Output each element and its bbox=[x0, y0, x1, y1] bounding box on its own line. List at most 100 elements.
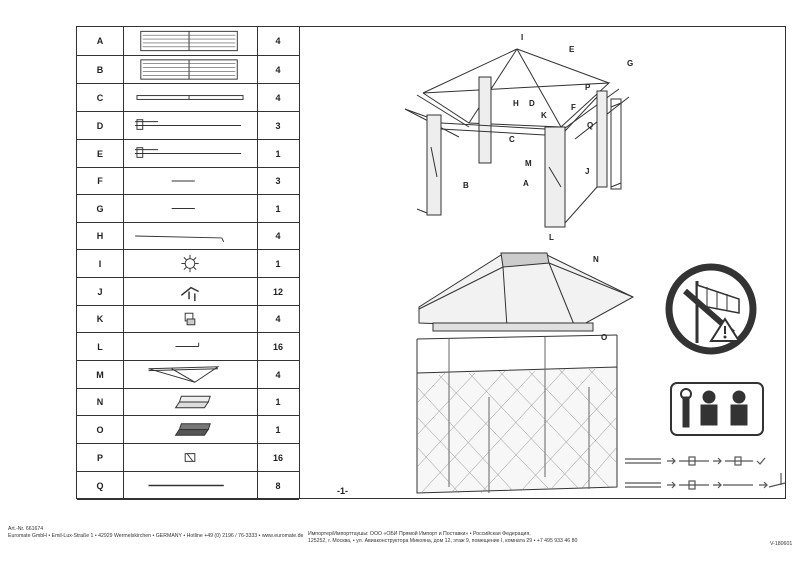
importer-line-1: Импортер/Импорттаушы: ООО «ОБИ Прямой Им… bbox=[308, 531, 531, 537]
part-picture bbox=[123, 472, 258, 499]
ridge-pole-icon bbox=[135, 119, 242, 130]
label-A: A bbox=[523, 179, 529, 188]
part-quantity: 1 bbox=[275, 397, 281, 407]
part-quantity: 4 bbox=[275, 314, 281, 324]
part-quantity: 4 bbox=[275, 92, 281, 103]
part-quantity: 1 bbox=[275, 258, 281, 269]
part-quantity: 3 bbox=[275, 120, 281, 131]
label-P: P bbox=[585, 83, 591, 92]
roof-cover-icon bbox=[174, 395, 211, 409]
part-quantity: 16 bbox=[272, 452, 283, 463]
assembly-drawing: I E G P H D F K Q C M J B A L N O bbox=[299, 27, 787, 498]
art-number: Art.-Nr. 661674 bbox=[8, 526, 44, 532]
wall-panel-icon bbox=[140, 59, 238, 80]
label-K: K bbox=[541, 111, 547, 120]
short-rod-icon bbox=[171, 180, 195, 182]
rod-icon bbox=[148, 484, 224, 487]
company-line: Euromate GmbH • Emil-Lux-Straße 1 • 4292… bbox=[8, 533, 304, 539]
footer-importer: Импортер/Импорттаушы: ООО «ОБИ Прямой Им… bbox=[308, 531, 577, 545]
part-picture bbox=[123, 444, 258, 471]
part-letter: E bbox=[77, 140, 124, 167]
label-I: I bbox=[521, 33, 524, 42]
beam-icon bbox=[136, 95, 244, 100]
part-quantity: 4 bbox=[275, 36, 281, 46]
part-quantity: 12 bbox=[272, 286, 283, 297]
corner-brace-icon bbox=[148, 366, 220, 383]
part-letter: K bbox=[77, 306, 124, 332]
part-letter: J bbox=[77, 278, 124, 305]
label-E: E bbox=[569, 45, 575, 54]
gazebo-cover-illustration bbox=[416, 252, 635, 494]
label-G: G bbox=[627, 59, 634, 68]
part-letter: P bbox=[77, 444, 124, 471]
drawing-svg bbox=[404, 48, 786, 494]
part-letter: L bbox=[77, 333, 124, 360]
part-letter: M bbox=[77, 361, 124, 388]
part-picture bbox=[123, 168, 258, 194]
part-letter: C bbox=[77, 84, 124, 111]
part-picture bbox=[123, 56, 258, 83]
part-letter: G bbox=[77, 195, 124, 222]
part-picture bbox=[123, 27, 258, 55]
part-picture bbox=[123, 195, 258, 222]
page-number: -1- bbox=[337, 486, 348, 496]
part-letter: B bbox=[77, 56, 124, 83]
version-code: V-180601 bbox=[770, 541, 793, 547]
label-N: N bbox=[593, 255, 599, 264]
part-letter: D bbox=[77, 112, 124, 139]
tools-illustration bbox=[670, 382, 764, 436]
joint-connector-icon bbox=[180, 286, 200, 302]
part-picture bbox=[123, 112, 258, 139]
ground-peg-icon bbox=[175, 342, 200, 347]
label-Q: Q bbox=[587, 121, 594, 130]
part-picture bbox=[123, 333, 258, 360]
gazebo-frame-illustration bbox=[404, 48, 630, 228]
corner-connector-icon bbox=[184, 312, 196, 326]
assembly-steps-illustration bbox=[625, 456, 786, 490]
top-connector-icon bbox=[181, 254, 199, 273]
part-picture bbox=[123, 84, 258, 111]
part-quantity: 1 bbox=[275, 203, 281, 214]
part-letter: I bbox=[77, 250, 124, 277]
part-picture bbox=[123, 223, 258, 249]
part-quantity: 4 bbox=[275, 64, 281, 75]
part-letter: N bbox=[77, 389, 124, 415]
part-picture bbox=[123, 389, 258, 415]
part-quantity: 8 bbox=[275, 480, 281, 491]
label-B: B bbox=[463, 181, 469, 190]
ridge-pole-icon bbox=[135, 147, 242, 158]
part-picture bbox=[123, 250, 258, 277]
label-O: O bbox=[601, 333, 608, 342]
windsock-warning-illustration bbox=[665, 263, 757, 355]
footer-left: Art.-Nr. 661674 Euromate GmbH • Emil-Lux… bbox=[8, 526, 303, 540]
part-picture bbox=[123, 361, 258, 388]
label-H: H bbox=[513, 99, 519, 108]
label-L: L bbox=[549, 233, 554, 242]
part-picture bbox=[123, 306, 258, 332]
part-row: P 16 bbox=[77, 444, 299, 472]
importer-line-2: 125252, г. Москва, • ул. Авиаконструктор… bbox=[308, 538, 578, 544]
part-letter: O bbox=[77, 416, 124, 443]
part-quantity: 3 bbox=[275, 176, 281, 186]
part-picture bbox=[123, 416, 258, 443]
label-C: C bbox=[509, 135, 515, 144]
part-letter: Q bbox=[77, 472, 124, 499]
part-letter: A bbox=[77, 27, 124, 55]
part-picture bbox=[123, 278, 258, 305]
label-J: J bbox=[585, 167, 590, 176]
part-letter: F bbox=[77, 168, 124, 194]
part-quantity: 1 bbox=[275, 148, 281, 159]
part-quantity: 4 bbox=[275, 231, 281, 241]
mesh-curtain-icon bbox=[174, 423, 211, 436]
